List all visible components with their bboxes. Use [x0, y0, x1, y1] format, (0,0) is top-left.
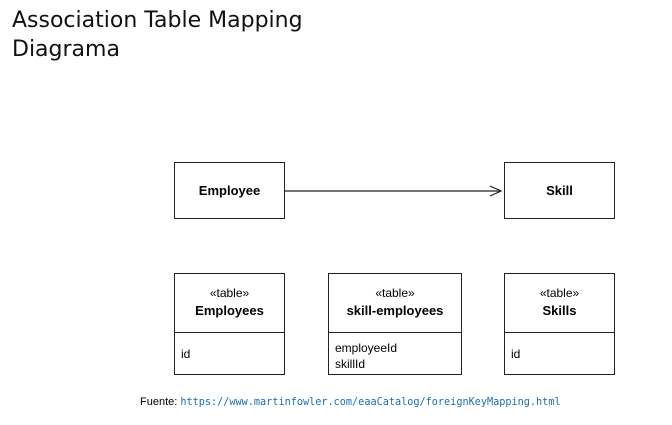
arrow-head [489, 185, 503, 197]
skill-employees-table-name: skill-employees [346, 303, 444, 318]
skill-employees-table-box: «table» skill-employees employeeId skill… [328, 273, 462, 375]
employee-class-box: Employee [174, 162, 285, 219]
skills-table-header: «table» Skills [505, 274, 614, 333]
skills-stereotype: «table» [539, 286, 580, 300]
employees-table-name: Employees [195, 303, 264, 318]
skills-columns: id [505, 333, 614, 362]
skills-table-name: Skills [542, 303, 577, 318]
skill-class-box: Skill [504, 162, 615, 219]
title-line-2: Diagrama [12, 37, 120, 62]
source-citation: Fuente:https://www.martinfowler.com/eaaC… [140, 396, 561, 408]
employees-column-id: id [181, 347, 191, 361]
skill-employees-columns: employeeId skillId [329, 333, 461, 372]
employees-columns: id [175, 333, 284, 362]
skill-class-name: Skill [546, 183, 573, 198]
skill-employees-column-skillid: skillId [335, 357, 366, 371]
skill-employees-table-header: «table» skill-employees [329, 274, 461, 333]
source-link[interactable]: https://www.martinfowler.com/eaaCatalog/… [180, 397, 561, 408]
source-label: Fuente: [140, 396, 178, 408]
employees-table-box: «table» Employees id [174, 273, 285, 375]
employees-table-header: «table» Employees [175, 274, 284, 333]
skills-table-box: «table» Skills id [504, 273, 615, 375]
slide-title: Association Table Mapping Diagrama [12, 6, 303, 64]
title-line-1: Association Table Mapping [12, 8, 303, 33]
skill-employees-stereotype: «table» [375, 286, 415, 300]
employee-class-name: Employee [198, 183, 261, 198]
skill-employees-column-employeeid: employeeId [335, 341, 398, 355]
skills-column-id: id [511, 347, 521, 361]
employees-stereotype: «table» [209, 286, 250, 300]
